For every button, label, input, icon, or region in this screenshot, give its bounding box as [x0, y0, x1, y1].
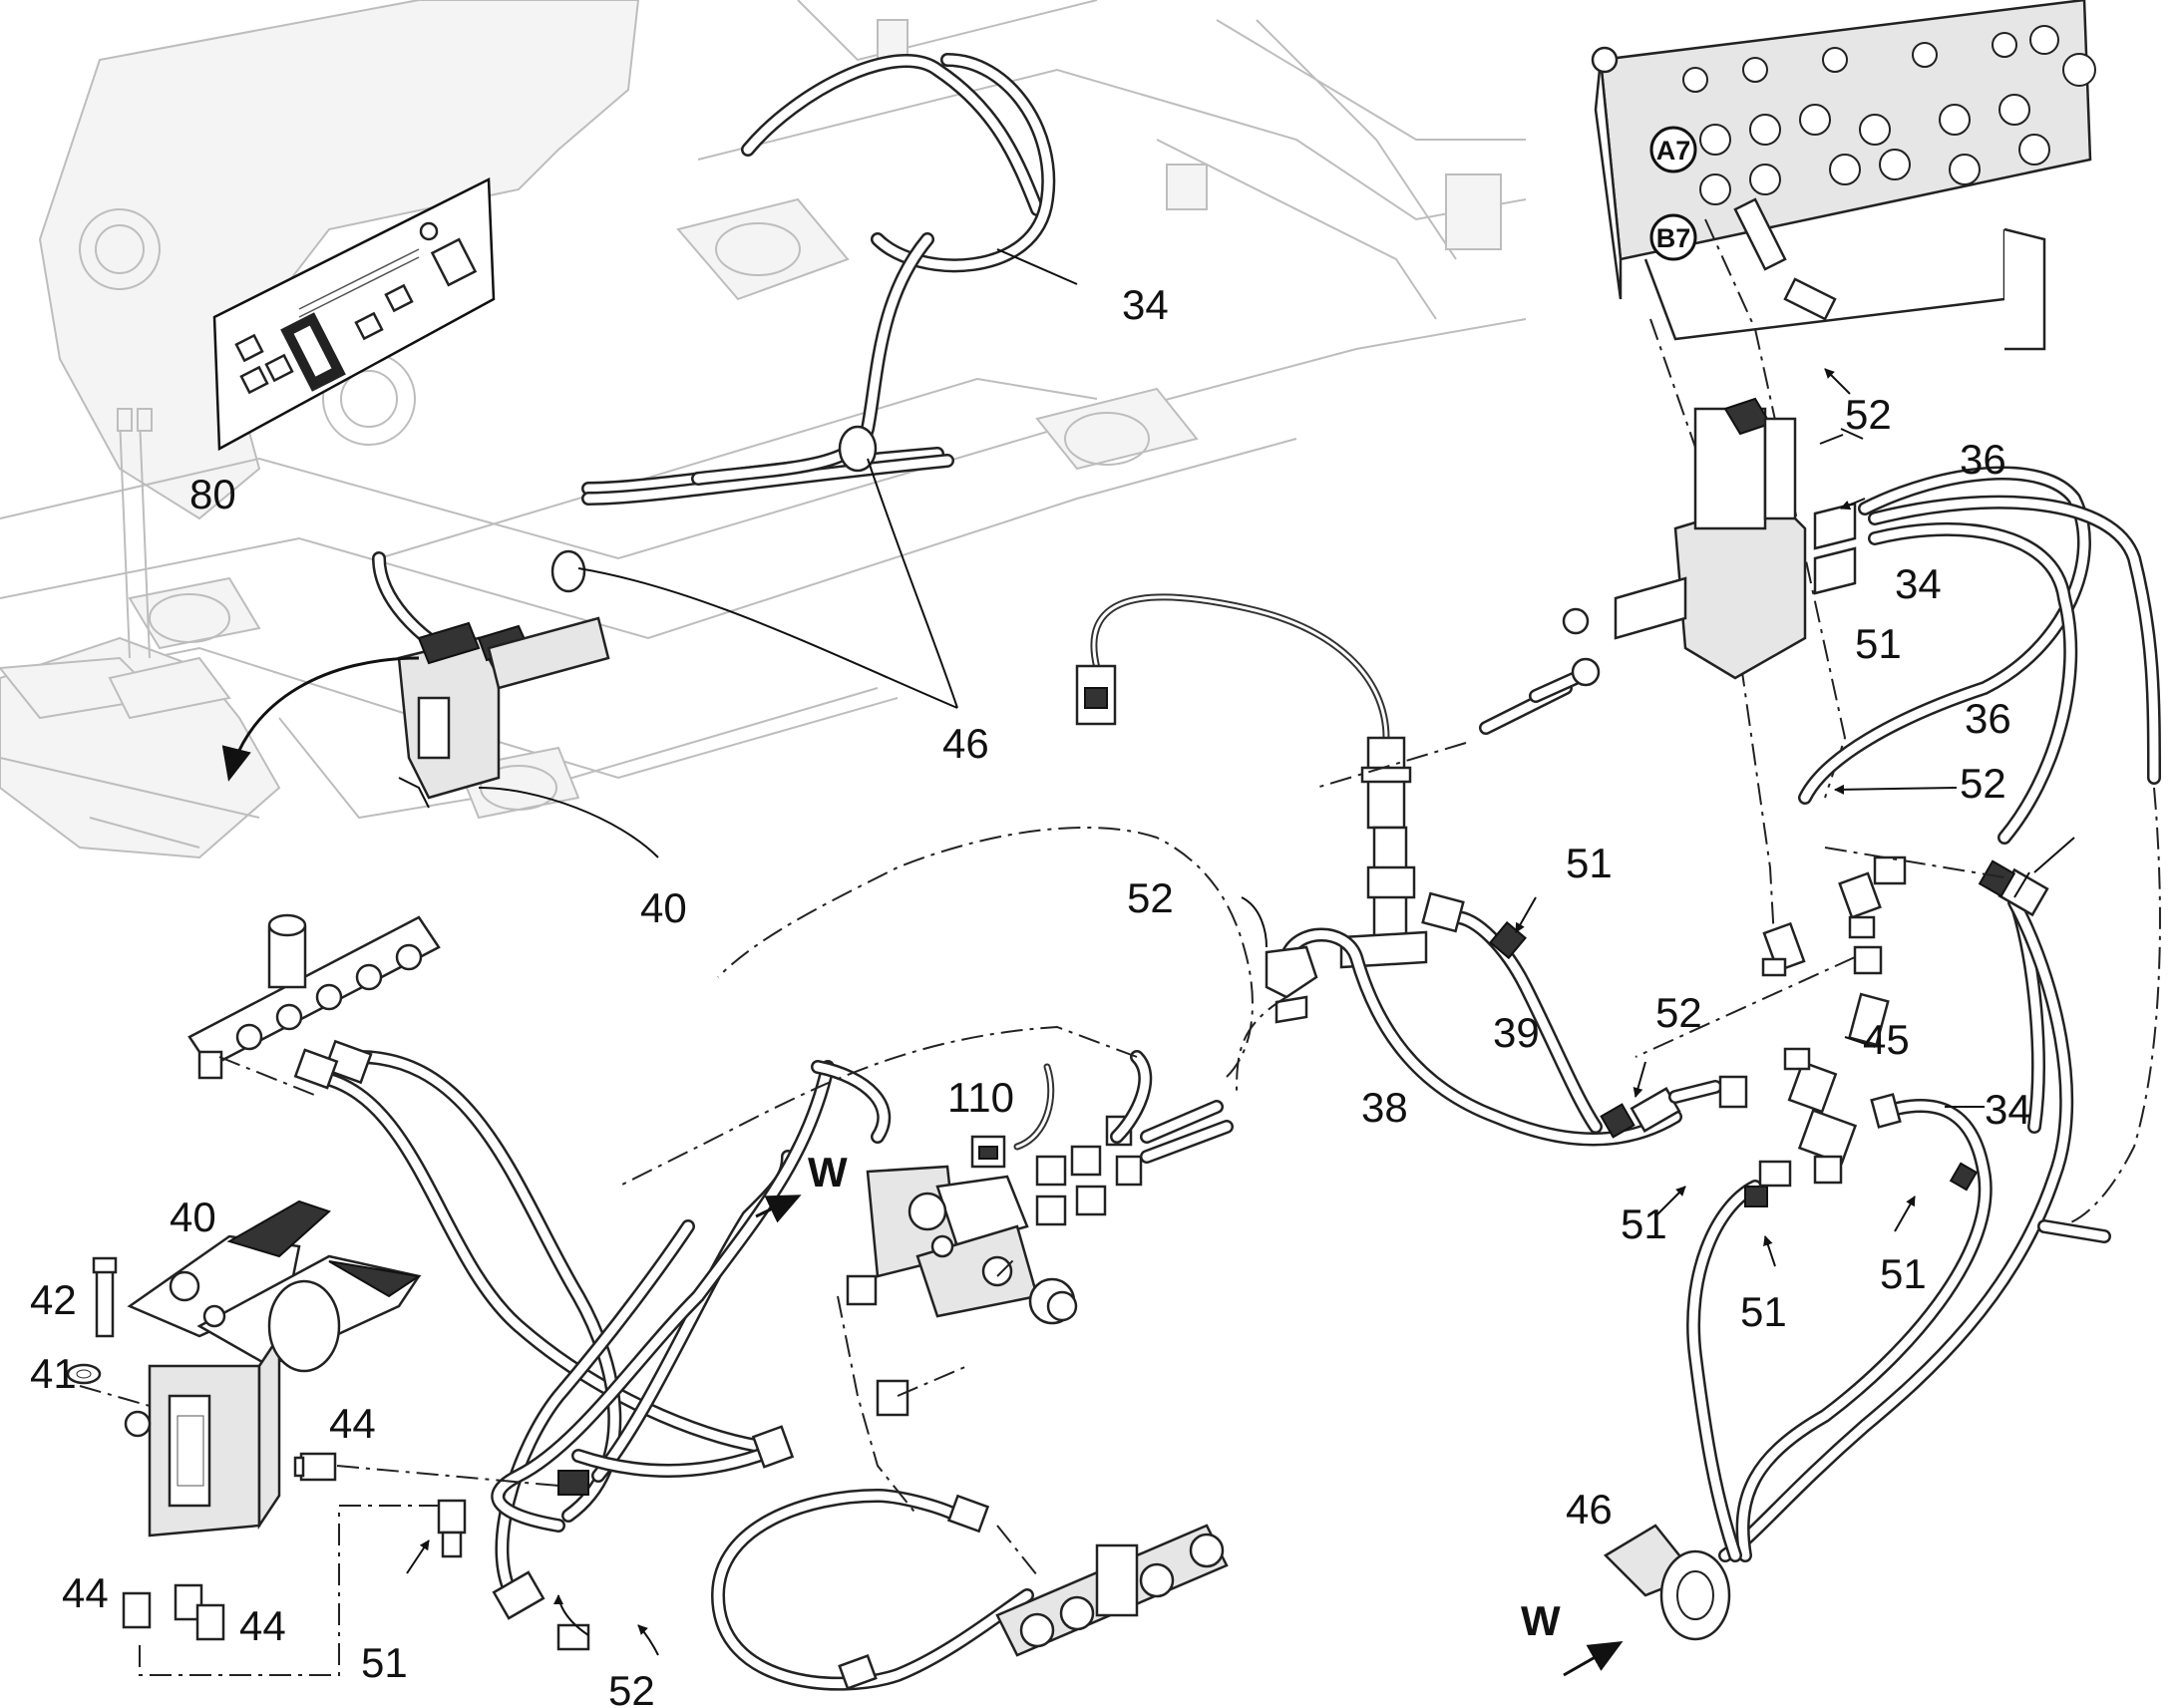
- label-51-c: 51: [1621, 1200, 1667, 1247]
- hose-38: [1265, 927, 1682, 1147]
- label-52-c: 52: [1127, 874, 1174, 921]
- fittings-44: [122, 1410, 337, 1641]
- label-52-a: 52: [1845, 391, 1892, 438]
- label-39: 39: [1493, 1009, 1540, 1056]
- washer-41: [66, 1363, 102, 1385]
- hose-36: [1798, 466, 2161, 805]
- ref-line-45: [1635, 956, 1856, 1058]
- w-arrow-lower: [1563, 1641, 1624, 1677]
- label-36-b: 36: [1965, 695, 2011, 742]
- label-44-c: 44: [239, 1602, 286, 1649]
- ref-line-39: [1236, 996, 1287, 1098]
- label-51-f: 51: [361, 1639, 408, 1686]
- bolt-42: [92, 1256, 118, 1338]
- leader-lines: [406, 248, 2075, 1656]
- label-41: 41: [30, 1350, 77, 1397]
- lower-left-distributor: [187, 913, 441, 1080]
- ref-line-top-left: [218, 1056, 320, 1098]
- fitting-52-right: [1718, 859, 2074, 1562]
- label-34-right: 34: [1895, 560, 1942, 607]
- ref-line-upper-loop: [617, 1025, 1138, 1188]
- label-42: 42: [30, 1276, 77, 1323]
- label-52-e: 52: [608, 1667, 655, 1708]
- ref-line-w-block-2: [897, 1365, 968, 1397]
- fitting-52-center: [1600, 1075, 1748, 1139]
- label-34-top: 34: [1122, 281, 1169, 328]
- hose-clamp-upper: [550, 425, 878, 593]
- label-40-top: 40: [640, 884, 687, 931]
- lower-left-hoses: [293, 1039, 892, 1651]
- ref-line-w-loop: [717, 827, 1254, 1078]
- label-51-e: 51: [1740, 1288, 1787, 1335]
- label-40-lower: 40: [170, 1194, 216, 1240]
- label-34-lower: 34: [1985, 1086, 2031, 1133]
- control-valve-block: [1591, 0, 2096, 351]
- ref-line-b7: [1649, 318, 1776, 958]
- svg-text:A7: A7: [1656, 136, 1691, 166]
- electrical-cable: [1075, 593, 1390, 742]
- label-38: 38: [1361, 1084, 1408, 1131]
- machine-frame-background: [0, 0, 1527, 859]
- label-80: 80: [189, 471, 236, 517]
- foot-pedal-40: [127, 1199, 422, 1537]
- view-arrow: [221, 656, 420, 782]
- port-a7-marker: A7: [1649, 126, 1697, 173]
- ref-line-pedal: [79, 1385, 151, 1407]
- clamp-46-lower: [1603, 1524, 1731, 1641]
- label-44-a: 44: [329, 1400, 376, 1447]
- ref-line-w-block-1: [837, 1295, 918, 1517]
- w-arrow-upper: [755, 1195, 802, 1223]
- lower-center-loop-hose: [711, 1489, 1034, 1691]
- ref-line-44b: [139, 1505, 439, 1676]
- svg-text:B7: B7: [1656, 223, 1691, 253]
- label-52-b: 52: [1960, 760, 2006, 807]
- ref-line-36: [2053, 787, 2161, 1227]
- w-marker-upper: W: [808, 1149, 848, 1196]
- fittings-center-right: [1758, 855, 1907, 1188]
- label-36-a: 36: [1960, 436, 2006, 483]
- electrical-connector-110: [970, 1063, 1055, 1169]
- fitting-51-lower: [437, 1499, 467, 1558]
- port-b7-marker: B7: [1649, 213, 1697, 261]
- ref-line-34: [1824, 847, 2005, 878]
- label-45: 45: [1863, 1016, 1910, 1063]
- label-51-b: 51: [1566, 840, 1613, 886]
- ref-line-w-block-3: [996, 1255, 1018, 1277]
- pressure-switch: [1339, 736, 1428, 969]
- lower-center-distributor: [995, 1524, 1229, 1657]
- label-46-top: 46: [942, 720, 989, 767]
- ref-line-lower-center: [996, 1525, 1038, 1576]
- label-44-b: 44: [62, 1569, 109, 1616]
- part-labels: 80 34 46 40 52 36 34 51 36 52 52 51 39 5…: [30, 281, 2031, 1708]
- label-46-lower: 46: [1566, 1486, 1613, 1533]
- hose-stub-center: [1315, 657, 1601, 789]
- upper-pedal-valve: [397, 616, 610, 809]
- label-51-a: 51: [1855, 620, 1902, 667]
- label-110: 110: [947, 1074, 1014, 1121]
- decal-sheet: [212, 177, 496, 452]
- solenoid-valve: [1562, 397, 1857, 680]
- w-marker-lower: W: [1521, 1597, 1561, 1644]
- ref-line-44: [336, 1465, 559, 1487]
- w-solenoid-block: [846, 1050, 1234, 1417]
- label-51-d: 51: [1880, 1250, 1927, 1297]
- hose-39: [1421, 891, 1603, 1134]
- hose-lower-right: [1686, 1093, 2111, 1562]
- label-52-d: 52: [1655, 989, 1702, 1036]
